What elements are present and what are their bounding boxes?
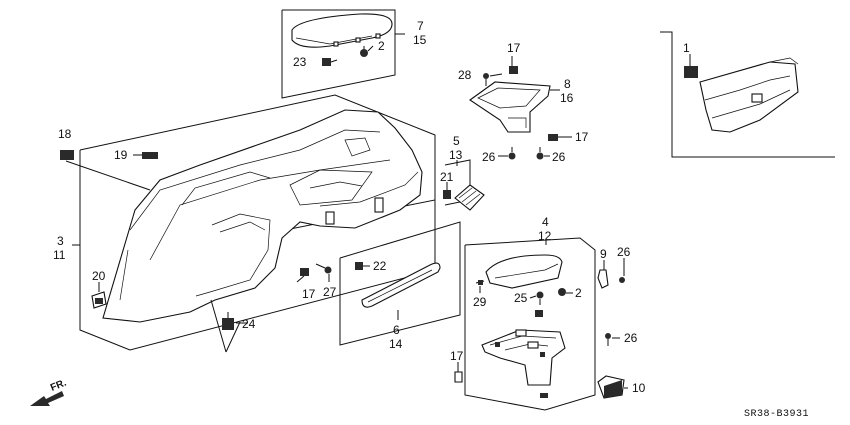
screw-27: [315, 263, 332, 274]
callout-26-bracket-right: 26: [552, 150, 566, 164]
leader-lines: [65, 33, 691, 389]
callout-8: 8: [564, 77, 571, 91]
screw-29: [475, 280, 485, 285]
group-box-cover: [281, 9, 396, 99]
clip-tray-small: [535, 310, 543, 317]
callout-3: 3: [57, 234, 64, 248]
clip-20: [91, 291, 107, 309]
front-direction-arrow: [30, 391, 64, 406]
callout-17-bracket-right: 17: [575, 130, 589, 144]
callout-18: 18: [58, 127, 72, 141]
clip-tray-bottom: [540, 393, 548, 398]
callout-26-right: 26: [617, 245, 631, 259]
callout-14: 14: [389, 337, 403, 351]
screw-26-tray: [605, 333, 611, 346]
callout-26-tray: 26: [624, 331, 638, 345]
callout-29: 29: [473, 295, 487, 309]
screw-26-right-small: [619, 277, 625, 283]
diagram-code: SR38-B3931: [744, 409, 809, 420]
callout-24: 24: [242, 317, 256, 331]
screw-25: [536, 291, 544, 305]
screw-2-top: [360, 46, 368, 57]
callout-labels: 1 2 2 3 4 5 6 7 8 9 10 11 12 13 14 15 16…: [53, 19, 690, 395]
callout-22: 22: [373, 259, 387, 273]
callout-1: 1: [683, 41, 690, 55]
callout-25: 25: [514, 291, 528, 305]
callout-5: 5: [453, 134, 460, 148]
fastener-24: [210, 299, 241, 353]
callout-23: 23: [293, 55, 307, 69]
clip-17-bracket-right: [548, 134, 558, 141]
part-cover-lid: [291, 13, 393, 48]
callout-2-tray: 2: [575, 286, 582, 300]
group-box-inset-1: [660, 31, 835, 158]
callout-10: 10: [632, 381, 646, 395]
clip-18: [60, 150, 74, 160]
clip-1: [684, 66, 698, 78]
callout-11: 11: [53, 248, 66, 262]
front-direction-label: FR.: [49, 377, 68, 393]
clip-21: [443, 190, 451, 199]
screw-2-tray: [558, 288, 566, 296]
screw-26-left: [508, 147, 516, 160]
part-tray-body: [481, 329, 566, 386]
screw-26-right: [536, 147, 544, 160]
callout-6: 6: [393, 323, 400, 337]
callout-12: 12: [538, 229, 552, 243]
part-tray-lid: [485, 254, 563, 289]
callout-19: 19: [114, 148, 128, 162]
callout-15: 15: [413, 33, 427, 47]
group-box-tray: [464, 237, 596, 411]
part-side-lining: [102, 109, 423, 323]
part-grille: [454, 184, 485, 211]
clip-17-lower: [300, 268, 309, 276]
callout-17-tray: 17: [450, 349, 464, 363]
clip-19: [142, 152, 158, 159]
callout-27: 27: [323, 285, 337, 299]
clip-17-bracket-top: [509, 66, 518, 74]
callout-21: 21: [440, 170, 454, 184]
callout-28: 28: [458, 68, 472, 82]
callout-7: 7: [417, 19, 424, 33]
callout-17-lining: 17: [302, 287, 316, 301]
part-bracket: [469, 81, 551, 133]
group-box-pocket: [339, 221, 461, 346]
callout-20: 20: [92, 269, 106, 283]
clip-22: [355, 262, 363, 270]
clip-23: [322, 58, 331, 66]
callout-4: 4: [542, 215, 549, 229]
inset-trim-detail: [699, 57, 799, 133]
callout-13: 13: [449, 148, 463, 162]
callout-26-bracket-left: 26: [482, 150, 496, 164]
screw-28: [483, 73, 489, 86]
callout-9: 9: [600, 247, 607, 261]
callout-16: 16: [560, 91, 574, 105]
callout-17-bracket-top: 17: [507, 41, 521, 55]
bracket-9: [597, 269, 609, 289]
part-side-pocket: [361, 262, 441, 308]
clip-17-bottom: [454, 371, 463, 383]
part-cap-10: [597, 375, 625, 399]
callout-2-top: 2: [378, 39, 385, 53]
